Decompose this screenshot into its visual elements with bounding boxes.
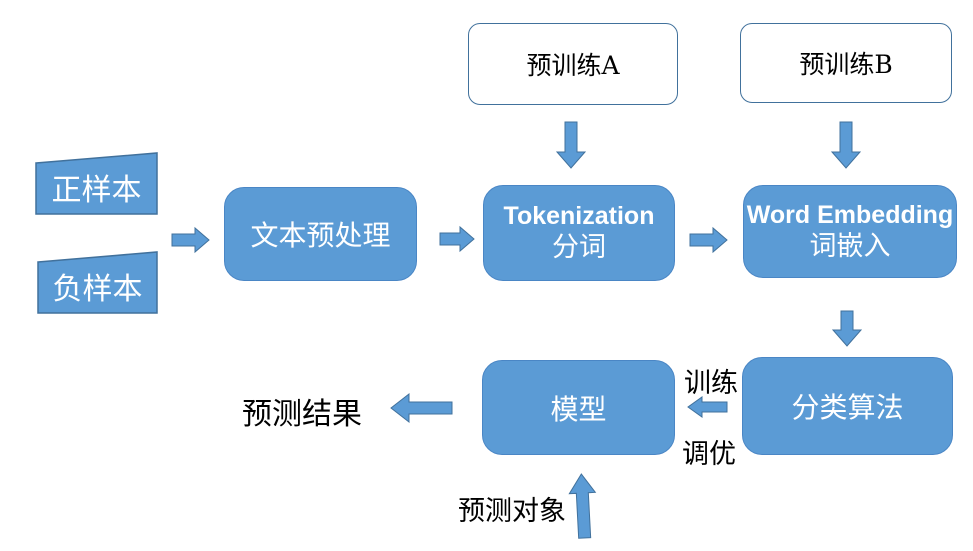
pretrain-a-box: 预训练A xyxy=(468,23,678,105)
pretrain-b-box: 预训练B xyxy=(740,23,952,103)
tokenization-en-label: Tokenization xyxy=(503,202,655,231)
embedding-zh-label: 词嵌入 xyxy=(809,230,891,262)
preprocess-box: 文本预处理 xyxy=(224,187,417,281)
negative-sample-label: 负样本 xyxy=(52,271,143,307)
preprocess-label: 文本预处理 xyxy=(250,219,391,252)
positive-sample-label: 正样本 xyxy=(51,173,142,208)
train-label: 训练 xyxy=(684,368,738,399)
arrow-right-icon xyxy=(689,226,728,254)
tune-label: 调优 xyxy=(682,439,736,470)
arrow-down-icon xyxy=(830,121,862,169)
arrow-down-icon xyxy=(831,310,863,347)
arrow-right-icon xyxy=(439,225,475,253)
arrow-down-icon xyxy=(555,121,587,169)
model-box: 模型 xyxy=(482,360,675,455)
pretrain-a-label: 预训练A xyxy=(526,51,620,80)
arrow-right-icon xyxy=(171,226,210,254)
tokenization-box: Tokenization 分词 xyxy=(483,185,675,281)
embedding-box: Word Embedding 词嵌入 xyxy=(743,185,957,278)
prediction-input-label: 预测对象 xyxy=(458,496,566,527)
arrow-left-icon xyxy=(687,396,728,418)
positive-sample-shape xyxy=(35,152,158,215)
arrow-left-icon xyxy=(390,392,453,424)
negative-sample-shape xyxy=(37,251,158,314)
classifier-label: 分类算法 xyxy=(791,391,904,424)
model-label: 模型 xyxy=(550,392,607,426)
embedding-en-label: Word Embedding xyxy=(746,200,954,229)
pretrain-b-label: 预训练B xyxy=(799,50,893,79)
prediction-result-label: 预测结果 xyxy=(242,397,362,432)
classifier-box: 分类算法 xyxy=(742,357,953,455)
arrow-up-icon xyxy=(568,473,597,539)
tokenization-zh-label: 分词 xyxy=(552,232,606,264)
